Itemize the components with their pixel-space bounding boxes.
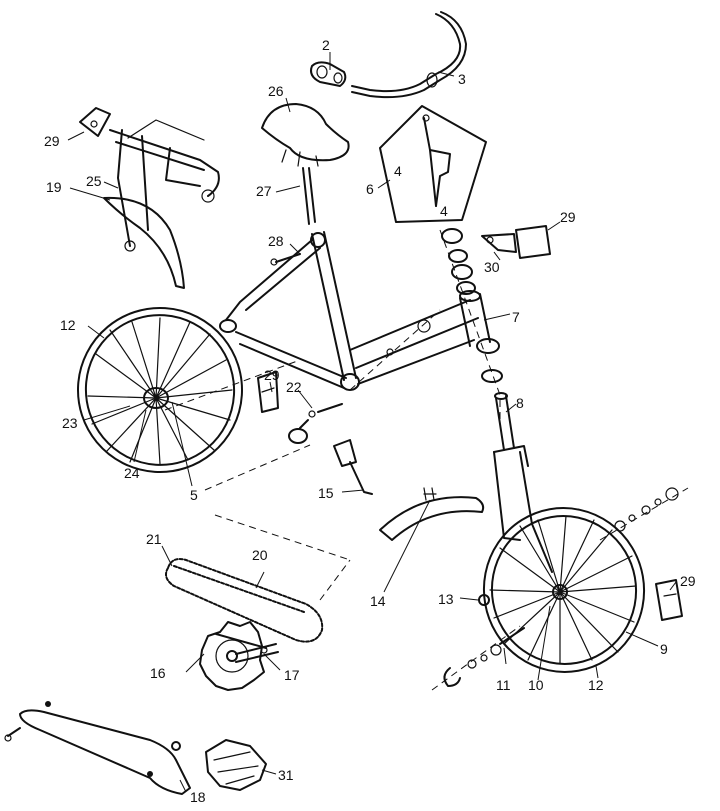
front-axle-hardware-lower (431, 625, 525, 691)
label-4-lower: 4 (440, 203, 448, 219)
label-16: 16 (150, 665, 166, 681)
front-axle-hardware-upper (599, 487, 689, 541)
label-15: 15 (318, 485, 334, 501)
label-6: 6 (366, 181, 374, 197)
label-24: 24 (124, 465, 140, 481)
label-12-front: 12 (588, 677, 604, 693)
part-labels: 2 3 26 29 19 25 27 6 4 4 29 30 28 12 7 2… (44, 37, 696, 805)
label-27: 27 (256, 183, 272, 199)
handlebar-clamp (310, 61, 347, 87)
seat-clamp-bolt (270, 253, 301, 266)
label-11: 11 (496, 677, 511, 693)
label-22: 22 (286, 379, 302, 395)
label-25: 25 (86, 173, 102, 189)
frame (219, 231, 491, 391)
label-7: 7 (512, 309, 520, 325)
pedal (205, 739, 267, 791)
label-20: 20 (252, 547, 268, 563)
chain (165, 558, 324, 643)
label-21: 21 (146, 531, 162, 547)
label-26: 26 (268, 83, 284, 99)
front-mudguard (379, 487, 485, 541)
bottom-bracket-axle (215, 633, 268, 654)
label-14: 14 (370, 593, 386, 609)
label-10: 10 (528, 677, 544, 693)
chain-guard (4, 701, 191, 795)
label-18: 18 (190, 789, 206, 805)
label-29-front: 29 (560, 209, 576, 225)
front-wheel (482, 507, 646, 673)
chainwheel (199, 621, 279, 691)
axle-nut (478, 594, 490, 606)
kickstand (333, 439, 373, 495)
leader-lines (67, 52, 677, 793)
head-parts-box (379, 105, 487, 223)
front-fork (493, 392, 553, 573)
side-reflector (257, 371, 279, 413)
front-reflector (481, 225, 551, 259)
rear-mudguard (103, 196, 185, 289)
label-4-upper: 4 (394, 163, 402, 179)
seat (261, 103, 350, 167)
label-28: 28 (268, 233, 284, 249)
front-side-reflector (655, 579, 683, 621)
label-29-fork: 29 (680, 573, 696, 589)
label-23: 23 (62, 415, 78, 431)
label-29-side: 29 (264, 367, 280, 383)
rear-reflector (79, 107, 111, 137)
headset-stack (441, 228, 503, 383)
label-2: 2 (322, 37, 330, 53)
rear-wheel (77, 307, 243, 473)
label-30: 30 (484, 259, 500, 275)
seat-post (302, 167, 316, 225)
rear-rack (109, 119, 220, 252)
bracket-hardware (288, 403, 343, 444)
label-9: 9 (660, 641, 668, 657)
label-17: 17 (284, 667, 300, 683)
label-3: 3 (458, 71, 466, 87)
label-31: 31 (278, 767, 294, 783)
label-8: 8 (516, 395, 524, 411)
label-12-rear: 12 (60, 317, 76, 333)
label-19: 19 (46, 179, 62, 195)
label-13: 13 (438, 591, 454, 607)
handlebar (351, 11, 467, 99)
label-29-rack: 29 (44, 133, 60, 149)
label-5: 5 (190, 487, 198, 503)
